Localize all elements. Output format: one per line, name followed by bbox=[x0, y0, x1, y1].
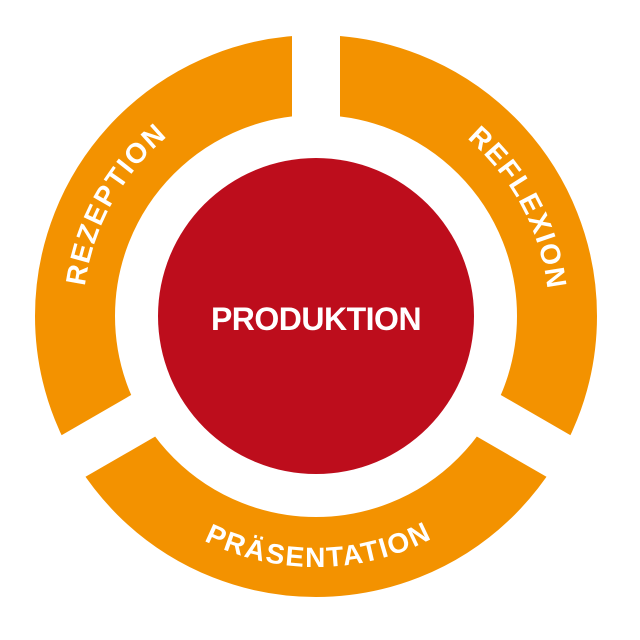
ring-gap-bottom-left bbox=[42, 385, 173, 488]
ring-gap-bottom-right bbox=[459, 385, 590, 488]
center-circle bbox=[158, 158, 474, 474]
ring-gaps bbox=[42, 14, 590, 488]
center-label: PRODUKTION bbox=[211, 301, 421, 337]
ring-gap-top bbox=[292, 14, 340, 136]
